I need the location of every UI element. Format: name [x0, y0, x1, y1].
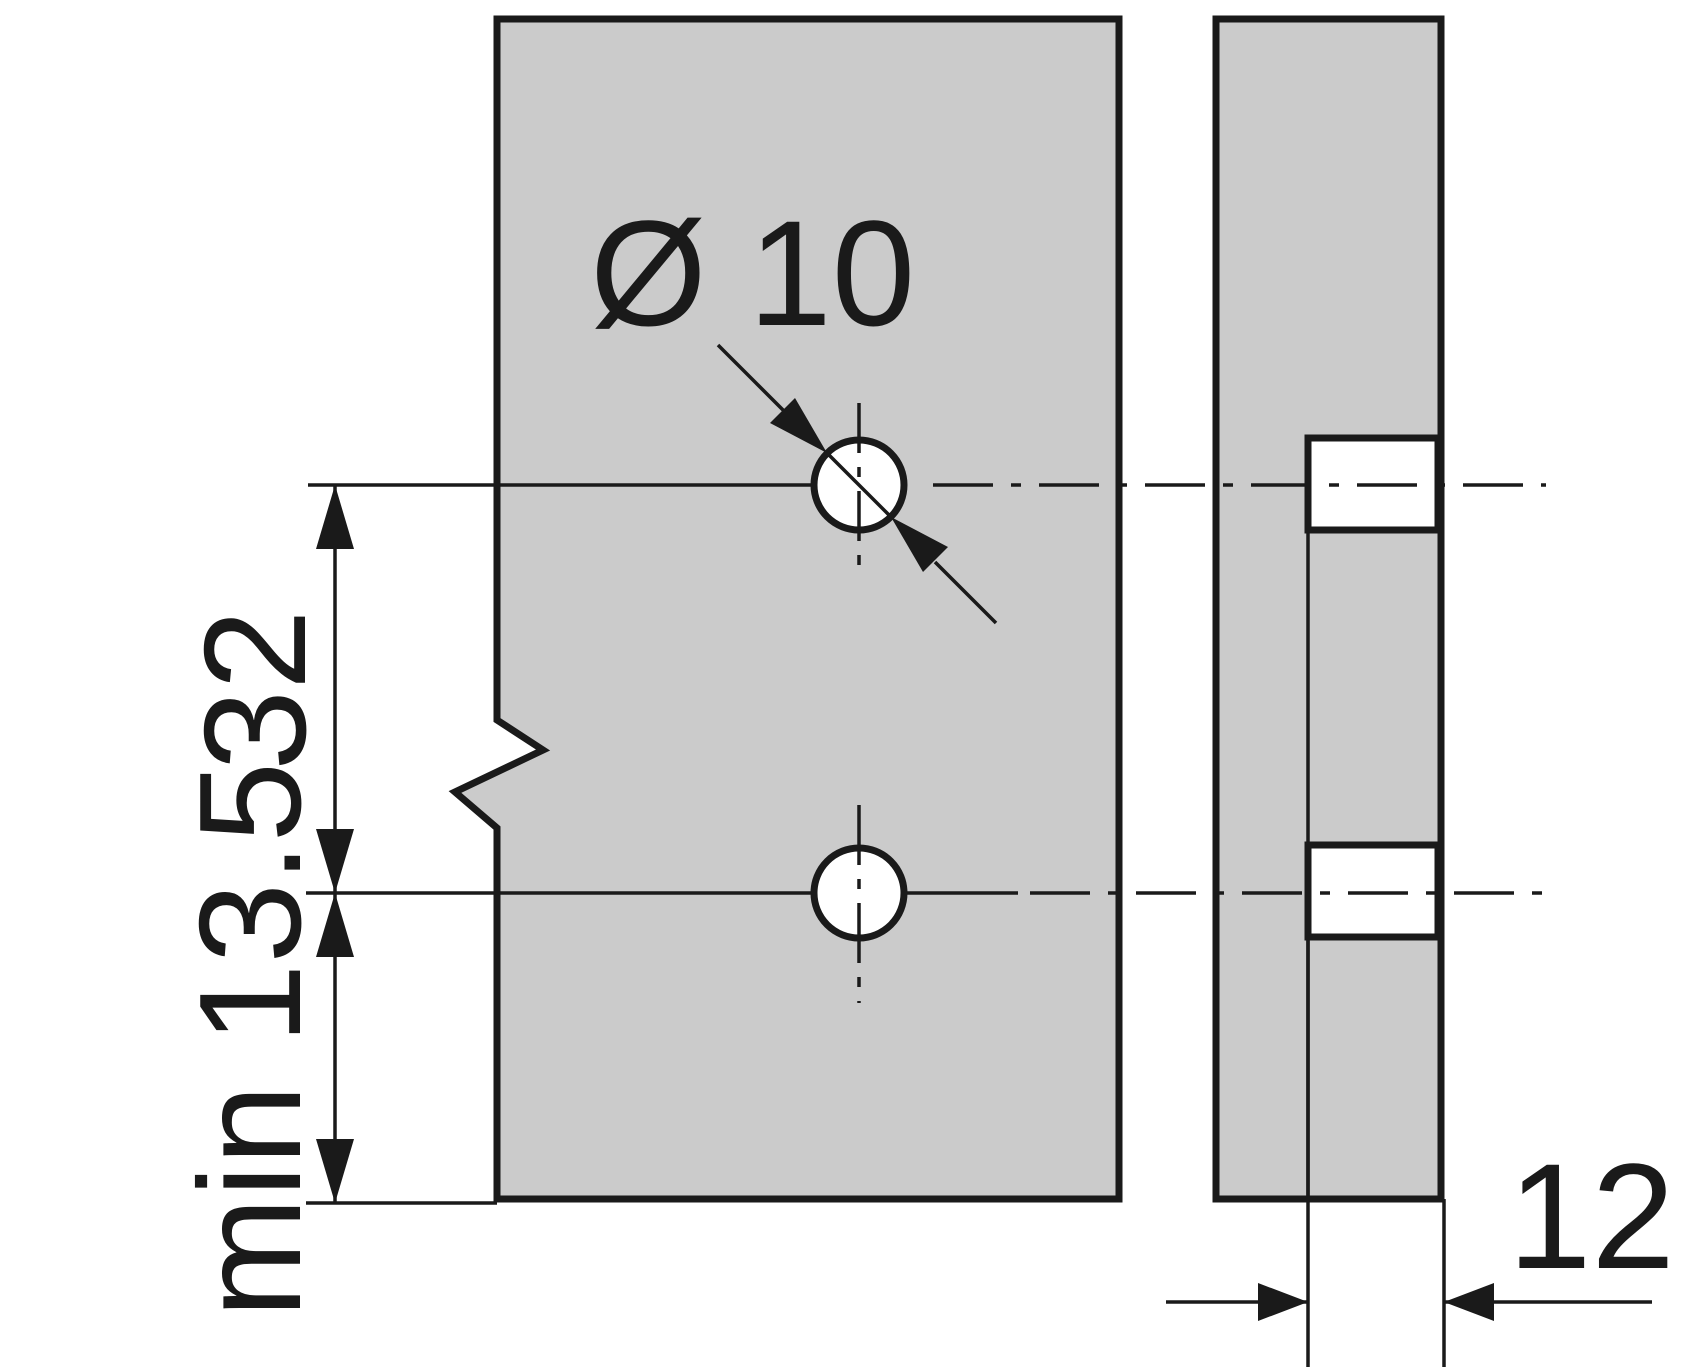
edge-arrow-top: [316, 893, 354, 957]
depth-arrow-left: [1258, 1283, 1308, 1321]
spacing-label: 32: [174, 609, 336, 770]
diameter-label: Ø 10: [590, 189, 915, 357]
depth-arrow-right: [1444, 1283, 1494, 1321]
side-panel: [1212, 15, 1445, 1203]
diameter-leader-upper: [716, 343, 797, 424]
diameter-arrow-top: [770, 398, 827, 453]
front-panel: [448, 15, 1123, 1203]
edge-distance-label: min 13.5: [169, 762, 331, 1318]
depth-label: 12: [1508, 1132, 1675, 1300]
diameter-leader-lower: [933, 560, 998, 625]
side-bore-lower: [1304, 841, 1442, 941]
spacing-arrow-top: [316, 485, 354, 549]
edge-arrow-bottom: [316, 1139, 354, 1203]
diameter-leader-through: [825, 451, 893, 519]
diameter-arrow-bottom: [891, 517, 948, 572]
spacing-arrow-bottom: [316, 829, 354, 893]
